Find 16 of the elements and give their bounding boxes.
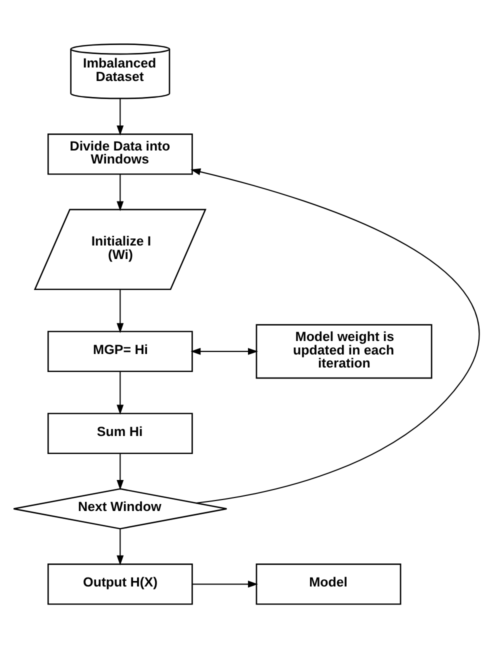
node-box: Model — [255, 564, 401, 605]
node-box: Divide Data into Windows — [46, 134, 192, 175]
node-box: MGP= Hi — [46, 330, 192, 372]
arrow — [116, 529, 124, 566]
arrow — [116, 454, 124, 490]
arrow — [190, 348, 258, 355]
node-box: Output H(X) — [46, 564, 192, 605]
arrow — [192, 580, 258, 588]
arrow — [116, 174, 124, 212]
arrow — [116, 371, 124, 415]
arrow — [190, 168, 479, 504]
arrow — [116, 289, 124, 334]
node-box: Model weight is updated in each iteration — [255, 324, 432, 379]
node-diamond: Next Window — [12, 488, 227, 530]
arrow — [116, 98, 124, 136]
node-box: Sum Hi — [46, 412, 192, 454]
